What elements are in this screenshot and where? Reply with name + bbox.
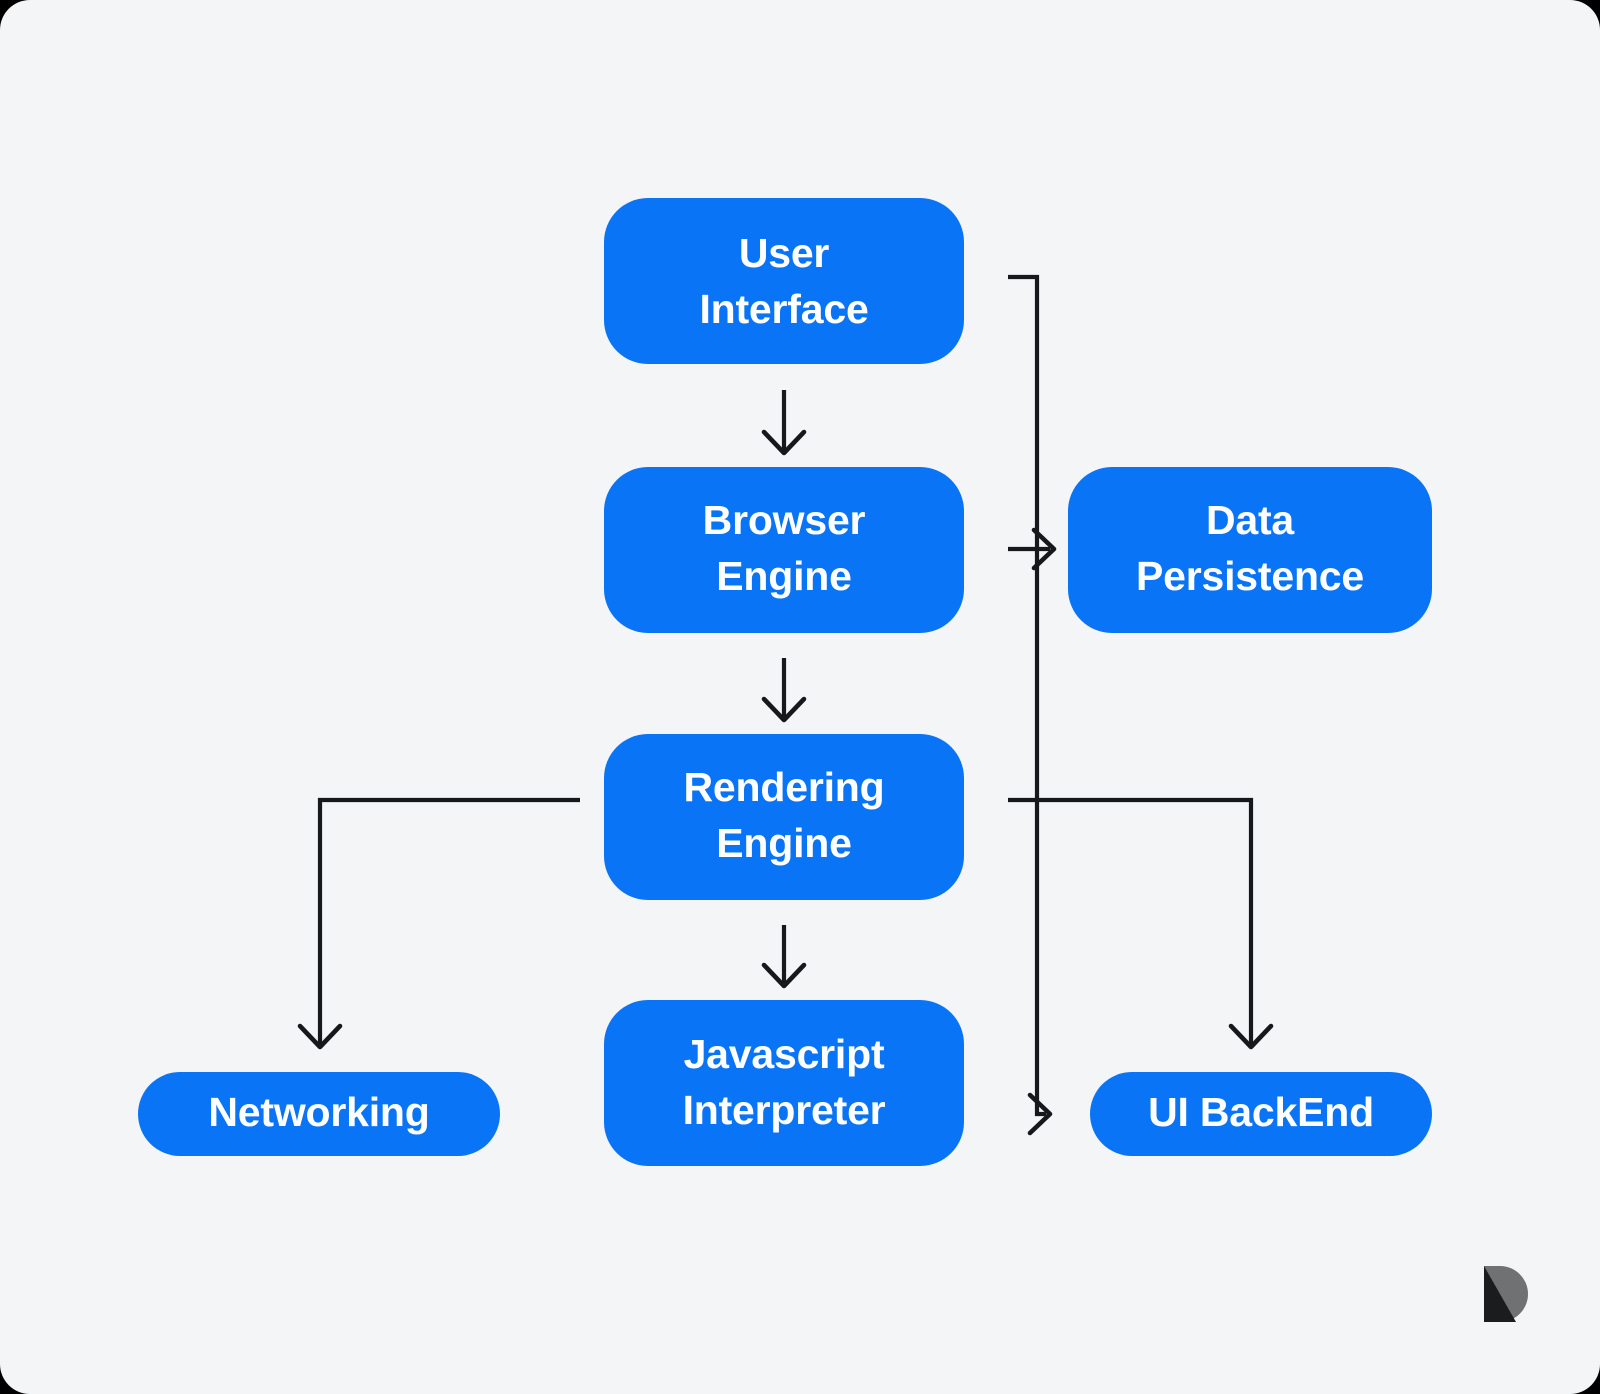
node-layer: User Interface Browser Engine Rendering … xyxy=(138,198,1432,1166)
node-rendering-engine-label-line1: Rendering xyxy=(684,764,885,810)
node-rendering-engine-label-line2: Engine xyxy=(716,820,851,866)
node-data-persistence[interactable]: Data Persistence xyxy=(1068,467,1432,633)
node-networking-shape[interactable] xyxy=(138,1072,500,1156)
node-ui-backend[interactable]: UI BackEnd xyxy=(1090,1072,1432,1156)
node-javascript-interpreter[interactable]: Javascript Interpreter xyxy=(604,1000,964,1166)
node-rendering-engine[interactable]: Rendering Engine xyxy=(604,734,964,900)
node-data-persistence-shape[interactable] xyxy=(1068,467,1432,633)
node-ui-backend-shape[interactable] xyxy=(1090,1072,1432,1156)
node-browser-engine-label-line2: Engine xyxy=(716,553,851,599)
edge-rendering-engine-to-javascript-interpreter xyxy=(761,925,807,989)
node-javascript-interpreter-shape[interactable] xyxy=(604,1000,964,1166)
edge-user-interface-to-browser-engine xyxy=(761,390,807,456)
node-rendering-engine-shape[interactable] xyxy=(604,734,964,900)
edge-user-interface-to-ui-backend xyxy=(1008,274,1053,1136)
edge-browser-engine-to-rendering-engine xyxy=(761,658,807,723)
node-user-interface-shape[interactable] xyxy=(604,198,964,364)
node-javascript-interpreter-label-line1: Javascript xyxy=(684,1031,885,1077)
node-javascript-interpreter-label-line2: Interpreter xyxy=(683,1087,886,1133)
node-data-persistence-label-line2: Persistence xyxy=(1136,553,1364,599)
node-user-interface[interactable]: User Interface xyxy=(604,198,964,364)
node-browser-engine-shape[interactable] xyxy=(604,467,964,633)
node-browser-engine-label-line1: Browser xyxy=(703,497,866,543)
relume-logo-icon xyxy=(1484,1266,1528,1322)
edge-layer xyxy=(297,274,1274,1136)
node-browser-engine[interactable]: Browser Engine xyxy=(604,467,964,633)
node-networking-label: Networking xyxy=(208,1089,429,1135)
node-user-interface-label-line1: User xyxy=(739,230,830,276)
logo-stem-shape xyxy=(1484,1266,1516,1322)
edge-rendering-engine-to-ui-backend xyxy=(1008,797,1274,1050)
edge-browser-engine-to-data-persistence xyxy=(1008,527,1057,571)
node-ui-backend-label: UI BackEnd xyxy=(1148,1089,1374,1135)
node-data-persistence-label-line1: Data xyxy=(1206,497,1295,543)
edge-rendering-engine-to-networking xyxy=(297,797,580,1050)
node-networking[interactable]: Networking xyxy=(138,1072,500,1156)
node-user-interface-label-line2: Interface xyxy=(699,286,868,332)
